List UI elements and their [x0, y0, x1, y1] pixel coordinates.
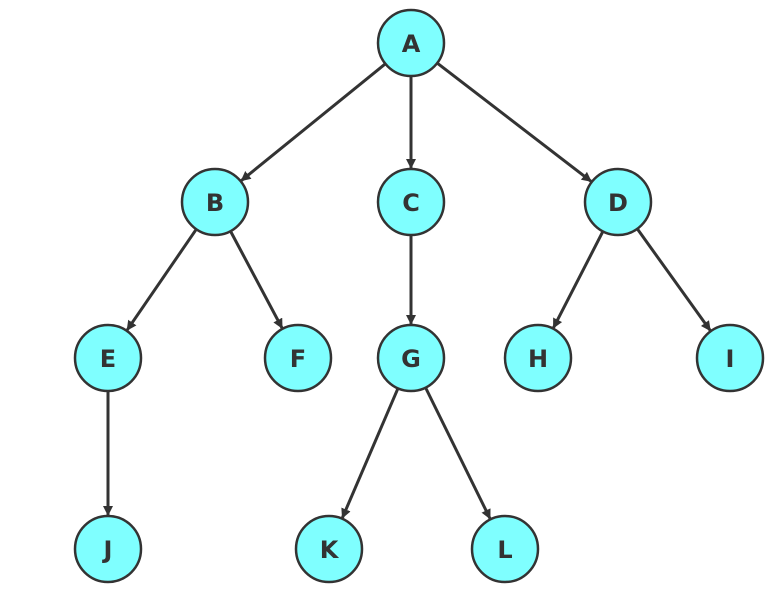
node-g: G [376, 323, 446, 393]
node-circle [73, 323, 143, 393]
node-label: F [290, 345, 306, 373]
edge-d-h [552, 230, 605, 329]
node-label: I [726, 345, 735, 373]
edge-d-i [636, 227, 712, 332]
node-a: A [376, 8, 446, 78]
node-d: D [583, 167, 653, 237]
nodes: A B C D E F G H I J K L [73, 8, 765, 584]
node-label: C [402, 189, 420, 217]
node-e: E [73, 323, 143, 393]
node-k: K [294, 514, 364, 584]
node-circle [583, 167, 653, 237]
node-label: G [401, 345, 421, 373]
node-circle [263, 323, 333, 393]
node-circle [376, 167, 446, 237]
node-i: I [695, 323, 765, 393]
node-f: F [263, 323, 333, 393]
node-circle [180, 167, 250, 237]
node-label: A [402, 30, 421, 58]
node-label: K [320, 536, 340, 564]
node-label: E [100, 345, 116, 373]
node-b: B [180, 167, 250, 237]
node-circle [503, 323, 573, 393]
edge-g-k [341, 387, 400, 519]
edge-a-d [436, 61, 592, 183]
node-circle [294, 514, 364, 584]
node-circle [376, 323, 446, 393]
node-j: J [73, 514, 143, 584]
node-h: H [503, 323, 573, 393]
node-label: D [608, 189, 628, 217]
node-circle [695, 323, 765, 393]
node-circle [73, 514, 143, 584]
edge-b-e [125, 228, 198, 331]
edge-g-l [424, 386, 492, 520]
edge-a-b [240, 62, 387, 182]
node-label: L [497, 536, 512, 564]
edges [103, 61, 712, 520]
node-circle [376, 8, 446, 78]
node-label: B [206, 189, 224, 217]
node-circle [470, 514, 540, 584]
node-label: J [102, 536, 113, 564]
edge-b-f [229, 230, 284, 329]
node-l: L [470, 514, 540, 584]
node-label: H [528, 345, 548, 373]
node-c: C [376, 167, 446, 237]
